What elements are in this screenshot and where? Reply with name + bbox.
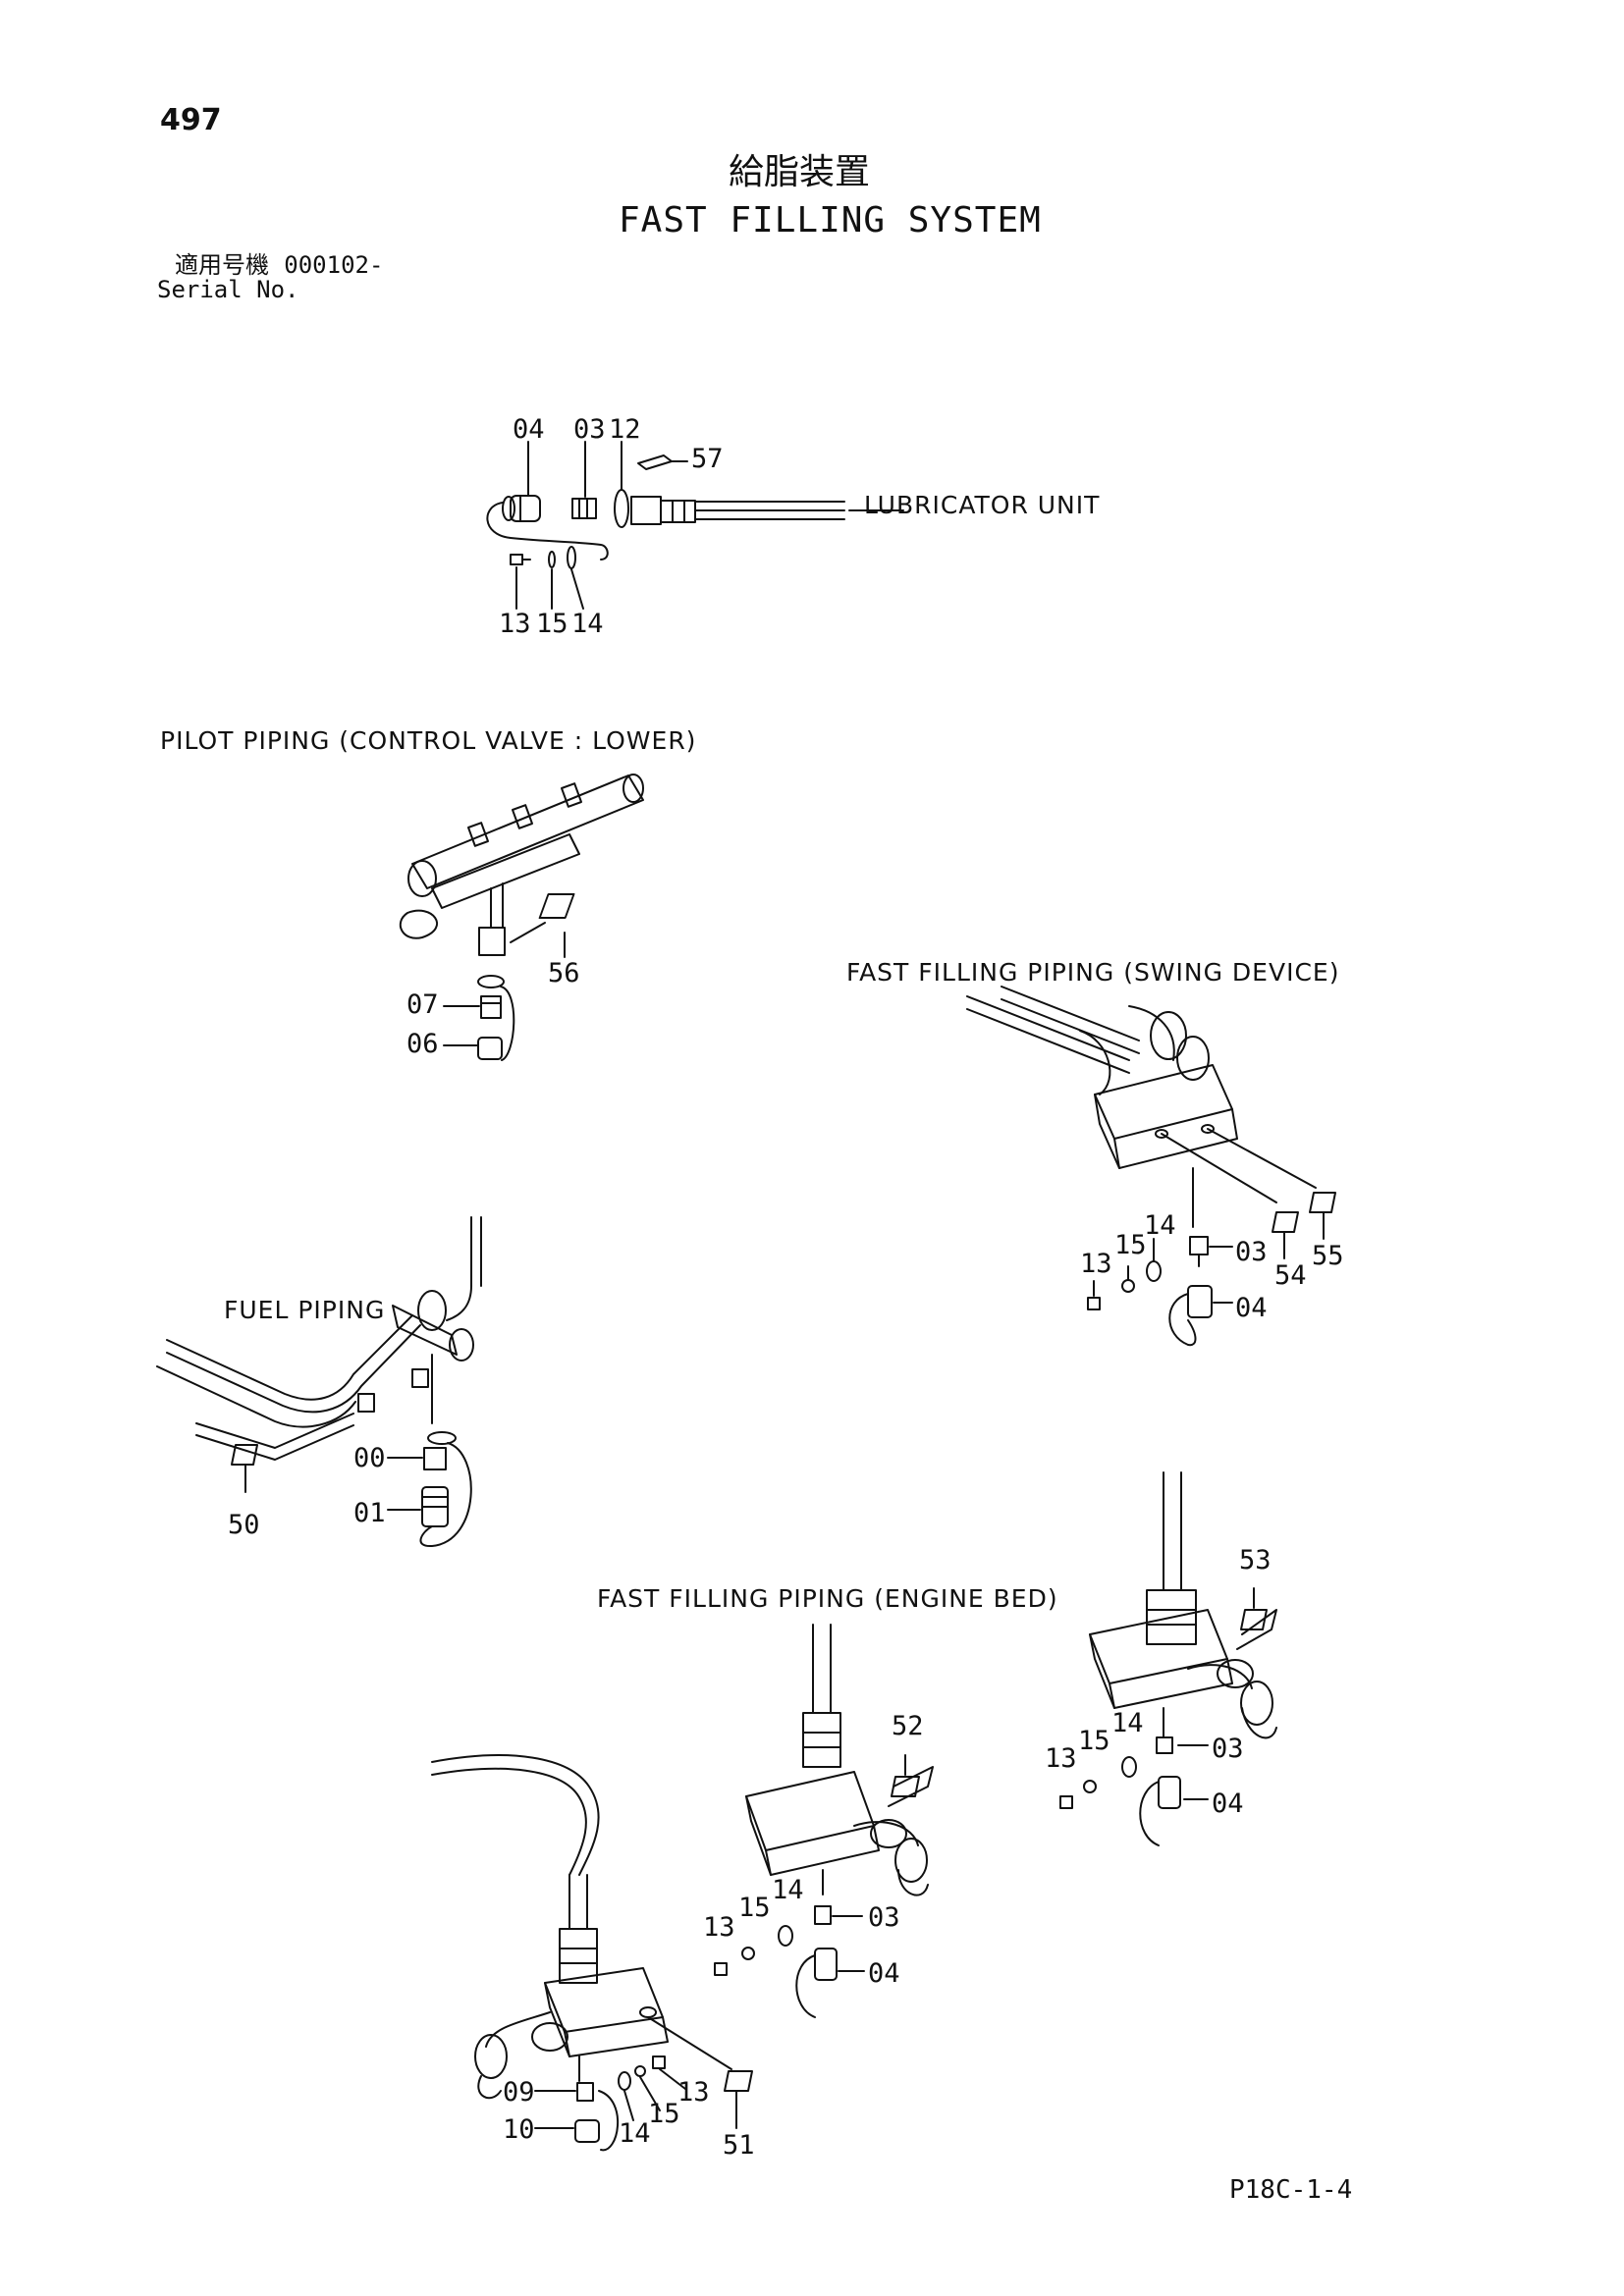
caption-swing-device: FAST FILLING PIPING (SWING DEVICE): [846, 958, 1340, 987]
caption-lubricator-unit: LUBRICATOR UNIT: [864, 491, 1101, 519]
engine-bed-drawing: [431, 1471, 1277, 2152]
callout-13: 13: [1080, 1249, 1112, 1279]
lubricator-unit-drawing: [486, 441, 904, 610]
callout-53: 53: [1239, 1545, 1272, 1575]
callout-07: 07: [406, 989, 439, 1020]
callout-04: 04: [1212, 1789, 1244, 1819]
serial-label: 適用号機 000102-: [175, 253, 383, 277]
callout-03: 03: [1212, 1734, 1244, 1764]
caption-pilot-piping: PILOT PIPING (CONTROL VALVE : LOWER): [160, 726, 697, 755]
callout-15: 15: [738, 1893, 771, 1923]
callout-06: 06: [406, 1029, 439, 1059]
callout-56: 56: [548, 958, 580, 988]
callout-01: 01: [353, 1498, 386, 1528]
callout-52: 52: [892, 1711, 924, 1741]
callout-15: 15: [1078, 1726, 1110, 1756]
title-english: FAST FILLING SYSTEM: [619, 200, 1042, 240]
callout-14: 14: [571, 609, 604, 639]
callout-03: 03: [868, 1902, 900, 1933]
serial-label-japanese: 適用号機: [175, 251, 269, 279]
callout-55: 55: [1312, 1241, 1344, 1271]
callout-09: 09: [503, 2077, 535, 2108]
callout-13: 13: [703, 1912, 735, 1943]
title-japanese: 給脂装置: [729, 152, 871, 192]
serial-range: 000102-: [284, 251, 384, 279]
callout-57: 57: [691, 444, 724, 474]
callout-14: 14: [1144, 1210, 1176, 1241]
callout-04: 04: [1235, 1293, 1268, 1323]
callout-54: 54: [1274, 1260, 1307, 1291]
callout-14: 14: [772, 1875, 804, 1905]
callout-51: 51: [723, 2130, 755, 2161]
callout-15: 15: [536, 609, 568, 639]
callout-14: 14: [1111, 1708, 1144, 1738]
callout-15: 15: [1114, 1230, 1147, 1260]
caption-engine-bed: FAST FILLING PIPING (ENGINE BED): [597, 1584, 1058, 1613]
callout-03: 03: [573, 414, 606, 445]
callout-00: 00: [353, 1443, 386, 1473]
callout-14: 14: [619, 2118, 651, 2149]
callout-13: 13: [677, 2077, 710, 2108]
caption-fuel-piping: FUEL PIPING: [224, 1296, 386, 1324]
page-number: 497: [160, 103, 222, 137]
pilot-piping-drawing: [399, 774, 644, 1061]
swing-device-drawing: [966, 986, 1336, 1347]
serial-label-english: Serial No.: [157, 276, 299, 303]
callout-10: 10: [503, 2114, 535, 2145]
fuel-piping-drawing: [156, 1216, 482, 1548]
callout-12: 12: [609, 414, 641, 445]
callout-04: 04: [868, 1958, 900, 1989]
callout-13: 13: [1045, 1743, 1077, 1774]
callout-03: 03: [1235, 1237, 1268, 1267]
callout-13: 13: [499, 609, 531, 639]
callout-50: 50: [228, 1510, 260, 1540]
callout-15: 15: [648, 2099, 680, 2129]
drawing-code: P18C-1-4: [1229, 2175, 1353, 2205]
callout-04: 04: [513, 414, 545, 445]
